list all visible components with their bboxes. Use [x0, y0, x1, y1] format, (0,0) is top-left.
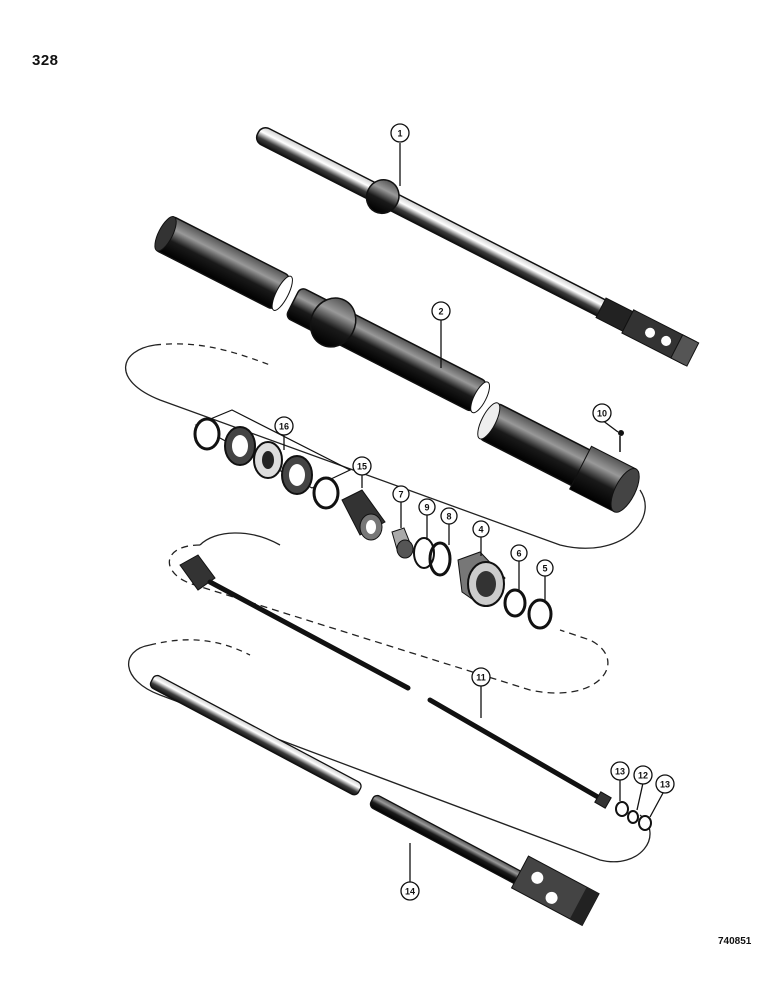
callout-14-label: 14	[405, 887, 415, 897]
callout-9: 9	[418, 498, 436, 516]
callout-6: 6	[510, 544, 528, 562]
piston-ring-part	[503, 588, 527, 618]
piston-part	[457, 551, 506, 607]
callout-14: 14	[400, 881, 420, 901]
callout-9-label: 9	[424, 503, 429, 513]
drawing-code: 740851	[718, 936, 752, 947]
callout-1-label: 1	[397, 129, 402, 139]
callout-8-label: 8	[446, 512, 451, 522]
callout-15-label: 15	[357, 462, 367, 472]
piston-rod-part	[255, 126, 700, 367]
callout-13-right: 13	[655, 774, 675, 794]
washer-part	[615, 801, 629, 817]
callout-6-label: 6	[516, 549, 521, 559]
page-number: 328	[32, 52, 59, 69]
callout-12: 12	[633, 765, 653, 785]
callout-10-label: 10	[597, 409, 607, 419]
leader-lines	[283, 143, 664, 883]
callout-13-left: 13	[610, 761, 630, 781]
backup-ring-part	[428, 541, 452, 577]
callout-4: 4	[472, 520, 490, 538]
lower-rod-part	[149, 674, 600, 927]
callout-16: 16	[274, 416, 294, 436]
bushing-part	[391, 527, 414, 559]
callout-4-label: 4	[478, 525, 483, 535]
callout-7: 7	[392, 485, 410, 503]
callout-1: 1	[390, 123, 410, 143]
grouping-outline	[125, 343, 651, 863]
callout-15: 15	[352, 456, 372, 476]
callout-10: 10	[592, 403, 612, 423]
callout-13-left-label: 13	[615, 767, 625, 777]
wear-ring-part	[527, 598, 553, 630]
grease-fitting-part	[618, 430, 624, 452]
callout-5: 5	[536, 559, 554, 577]
callout-2: 2	[431, 301, 451, 321]
callout-7-label: 7	[398, 490, 403, 500]
lock-washer-part	[627, 810, 639, 824]
callout-5-label: 5	[542, 564, 547, 574]
gland-part	[341, 489, 386, 541]
cylinder-tube-part	[154, 216, 640, 513]
tie-rod-part	[179, 554, 612, 809]
callout-2-label: 2	[438, 307, 443, 317]
callout-11: 11	[471, 667, 491, 687]
callout-16-label: 16	[279, 422, 289, 432]
callout-8: 8	[440, 507, 458, 525]
o-ring-part	[413, 537, 435, 569]
callout-11-label: 11	[476, 673, 486, 683]
packing-set-part	[193, 409, 352, 510]
washer-part	[638, 815, 652, 831]
callout-13-right-label: 13	[660, 780, 670, 790]
callout-12-label: 12	[638, 771, 648, 781]
